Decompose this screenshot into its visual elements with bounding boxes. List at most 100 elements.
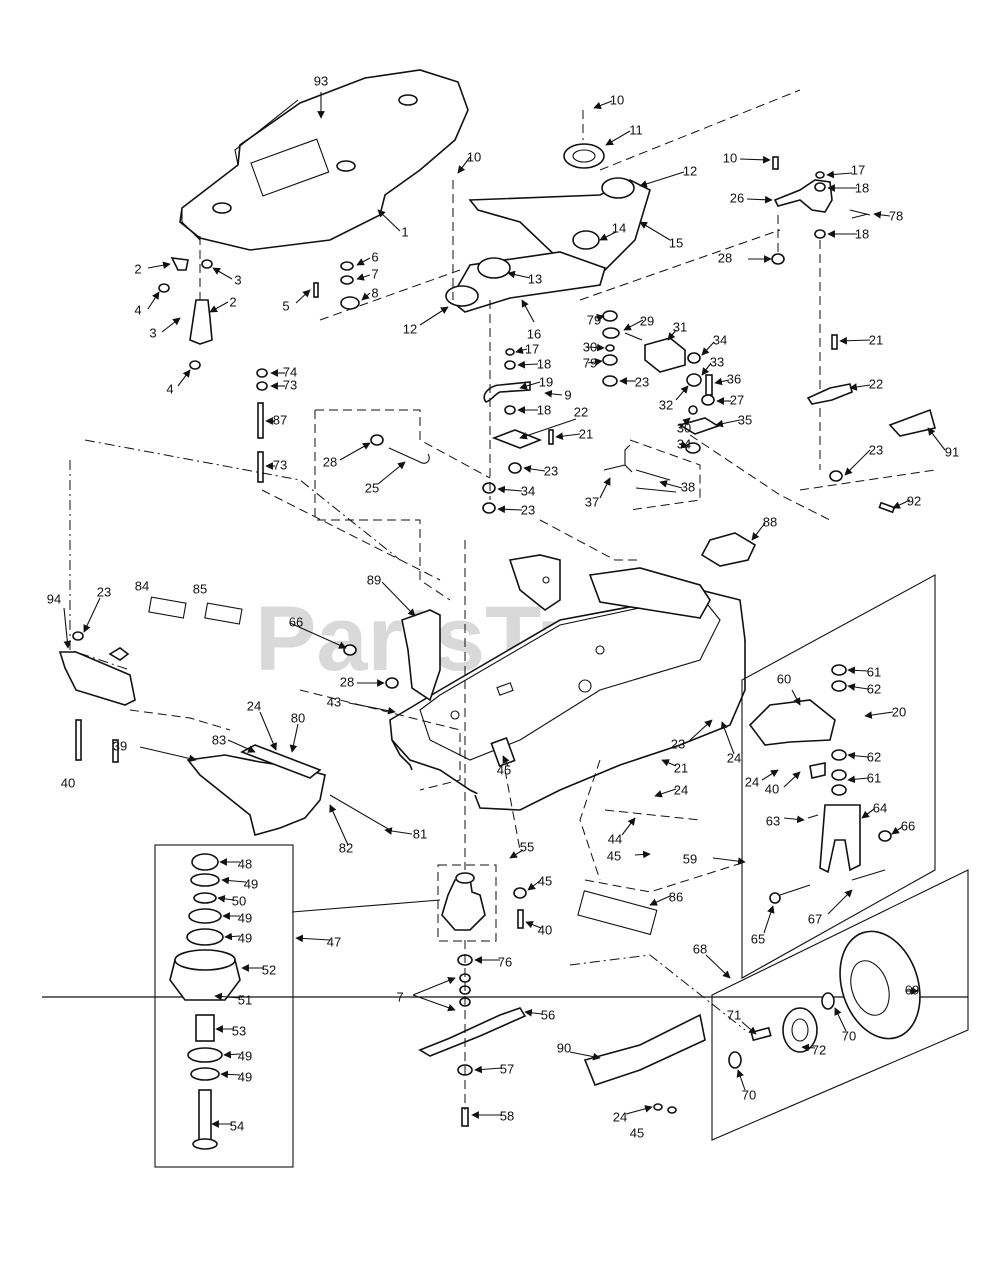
callout-23: 23 [869,442,883,457]
callout-49: 49 [238,930,252,945]
pulley-12-upper [601,177,635,199]
callout-66: 66 [901,818,915,833]
callout-18: 18 [855,180,869,195]
callout-62: 62 [867,681,881,696]
callout-94: 94 [47,591,61,606]
callout-34: 34 [521,483,535,498]
callout-10: 10 [723,150,737,165]
pulley-13 [477,257,511,279]
callout-29: 29 [640,313,654,328]
pulley-11 [563,143,605,169]
callout-39: 39 [113,738,127,753]
callout-26: 26 [730,190,744,205]
spindle-exploded-box [154,844,294,1168]
callout-31: 31 [673,319,687,334]
callout-93: 93 [314,73,328,88]
callout-80: 80 [291,710,305,725]
callout-85: 85 [193,581,207,596]
callout-23: 23 [97,584,111,599]
callout-49: 49 [244,876,258,891]
callout-45: 45 [630,1125,644,1140]
callout-76: 76 [498,954,512,969]
callout-57: 57 [500,1061,514,1076]
callout-33: 33 [710,354,724,369]
callout-73: 73 [273,457,287,472]
callout-8: 8 [371,285,378,300]
callout-74: 74 [283,364,297,379]
rear-hardware [806,334,936,514]
callout-34: 34 [677,436,691,451]
callout-28: 28 [718,250,732,265]
callout-7: 7 [371,266,378,281]
callout-78: 78 [889,208,903,223]
callout-18: 18 [537,402,551,417]
callout-72: 72 [812,1042,826,1057]
callout-47: 47 [327,934,341,949]
callout-21: 21 [674,760,688,775]
callout-70: 70 [742,1087,756,1102]
callout-32: 32 [659,397,673,412]
callout-25: 25 [365,480,379,495]
callout-50: 50 [232,893,246,908]
callout-21: 21 [869,332,883,347]
callout-15: 15 [669,235,683,250]
leader-arrows [63,92,946,1128]
callout-49: 49 [238,910,252,925]
callout-91: 91 [945,444,959,459]
callout-24: 24 [247,698,261,713]
callout-71: 71 [727,1007,741,1022]
callout-79: 79 [583,355,597,370]
callout-62: 62 [867,749,881,764]
callout-68: 68 [693,941,707,956]
callout-12: 12 [403,321,417,336]
callout-20: 20 [892,704,906,719]
callout-23: 23 [671,736,685,751]
connector-lines [504,434,936,881]
callout-73: 73 [283,377,297,392]
callout-43: 43 [327,694,341,709]
callout-7: 7 [396,989,403,1004]
callout-61: 61 [867,770,881,785]
callout-58: 58 [500,1108,514,1123]
lift-bracket [771,156,871,470]
callout-11: 11 [629,122,643,137]
callout-37: 37 [585,494,599,509]
callout-81: 81 [413,826,427,841]
callout-19: 19 [539,374,553,389]
callout-24: 24 [745,774,759,789]
callout-86: 86 [669,889,683,904]
callout-23: 23 [635,374,649,389]
callout-89: 89 [367,572,381,587]
callout-40: 40 [765,781,779,796]
callout-56: 56 [541,1007,555,1022]
callout-28: 28 [323,454,337,469]
callout-83: 83 [212,732,226,747]
callout-16: 16 [527,326,541,341]
callout-30: 30 [583,339,597,354]
callout-10: 10 [467,149,481,164]
callout-3: 3 [149,325,156,340]
callout-40: 40 [61,775,75,790]
callout-10: 10 [610,92,624,107]
spindle [291,540,527,1127]
callout-59: 59 [683,851,697,866]
callout-21: 21 [579,426,593,441]
callout-9: 9 [564,387,571,402]
callout-49: 49 [238,1069,252,1084]
callout-35: 35 [738,412,752,427]
callout-17: 17 [851,162,865,177]
callout-64: 64 [873,800,887,815]
callout-13: 13 [528,271,542,286]
callout-14: 14 [612,220,626,235]
callout-4: 4 [134,302,141,317]
callout-61: 61 [867,664,881,679]
pulley-12-lower [445,285,479,307]
deck-left [58,439,461,836]
callout-38: 38 [681,479,695,494]
callout-24: 24 [727,750,741,765]
callout-45: 45 [607,848,621,863]
callout-12: 12 [683,163,697,178]
callout-84: 84 [135,578,149,593]
callout-45: 45 [538,873,552,888]
